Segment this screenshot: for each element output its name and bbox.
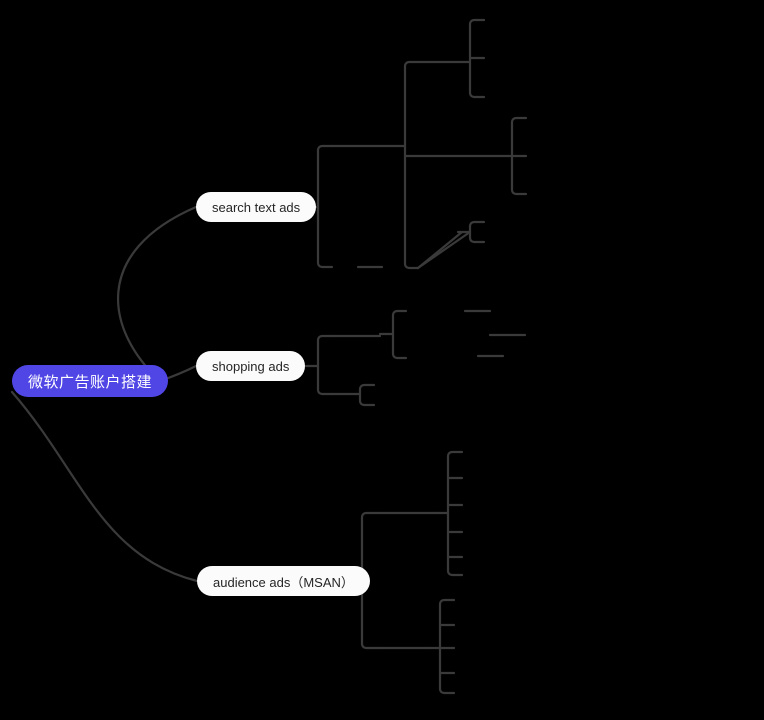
leaf-node[interactable] xyxy=(376,376,384,394)
leaf-node[interactable] xyxy=(464,523,472,541)
leaf-node[interactable] xyxy=(486,49,494,67)
bracket-search-g1 xyxy=(468,18,486,99)
leaf-node[interactable] xyxy=(456,639,464,657)
leaf-node[interactable] xyxy=(492,302,500,320)
leaf-node[interactable] xyxy=(456,684,464,702)
leaf-node[interactable] xyxy=(464,496,472,514)
bracket-shopping-main xyxy=(316,334,334,396)
bracket-search-g3 xyxy=(468,220,486,244)
branch-node-label: search text ads xyxy=(212,199,301,215)
edge-root-to-audience-ads xyxy=(10,390,199,583)
edge-search-inner-3b xyxy=(416,230,464,270)
root-node-label: 微软广告账户搭建 xyxy=(28,373,153,391)
leaf-node[interactable] xyxy=(456,591,464,609)
leaf-node[interactable] xyxy=(456,664,464,682)
leaf-node[interactable] xyxy=(456,616,464,634)
leaf-node[interactable] xyxy=(376,396,384,414)
leaf-node[interactable] xyxy=(528,185,536,203)
edge-root-to-search-text-ads xyxy=(116,205,198,383)
edge-search-inner-3 xyxy=(416,230,472,270)
leaf-node[interactable] xyxy=(464,443,472,461)
leaf-node[interactable] xyxy=(486,213,494,231)
leaf-node[interactable] xyxy=(505,347,513,365)
leaf-node[interactable] xyxy=(527,326,535,344)
bracket-audience-g1 xyxy=(446,450,464,577)
leaf-node[interactable] xyxy=(486,233,494,251)
bracket-search-inner xyxy=(403,60,420,270)
bracket-shopping-g2 xyxy=(358,383,376,407)
leaf-node[interactable] xyxy=(486,88,494,106)
leaf-node[interactable] xyxy=(528,109,536,127)
leaf-node[interactable] xyxy=(464,469,472,487)
branch-node-audience-ads-msan[interactable]: audience ads（MSAN） xyxy=(197,566,370,596)
branch-node-shopping-ads[interactable]: shopping ads xyxy=(196,351,306,381)
leaf-node[interactable] xyxy=(464,548,472,566)
leaf-node[interactable] xyxy=(384,258,392,276)
bracket-search-main xyxy=(316,144,334,269)
leaf-node[interactable] xyxy=(486,11,494,29)
bracket-audience-g2 xyxy=(438,598,456,695)
root-node[interactable]: 微软广告账户搭建 xyxy=(12,365,169,397)
bracket-search-g2 xyxy=(510,116,528,196)
bracket-shopping-g1 xyxy=(391,309,408,360)
leaf-node[interactable] xyxy=(464,566,472,584)
branch-node-label: audience ads（MSAN） xyxy=(213,574,354,590)
branch-node-search-text-ads[interactable]: search text ads xyxy=(196,192,317,222)
leaf-node[interactable] xyxy=(528,147,536,165)
branch-node-label: shopping ads xyxy=(212,358,290,374)
